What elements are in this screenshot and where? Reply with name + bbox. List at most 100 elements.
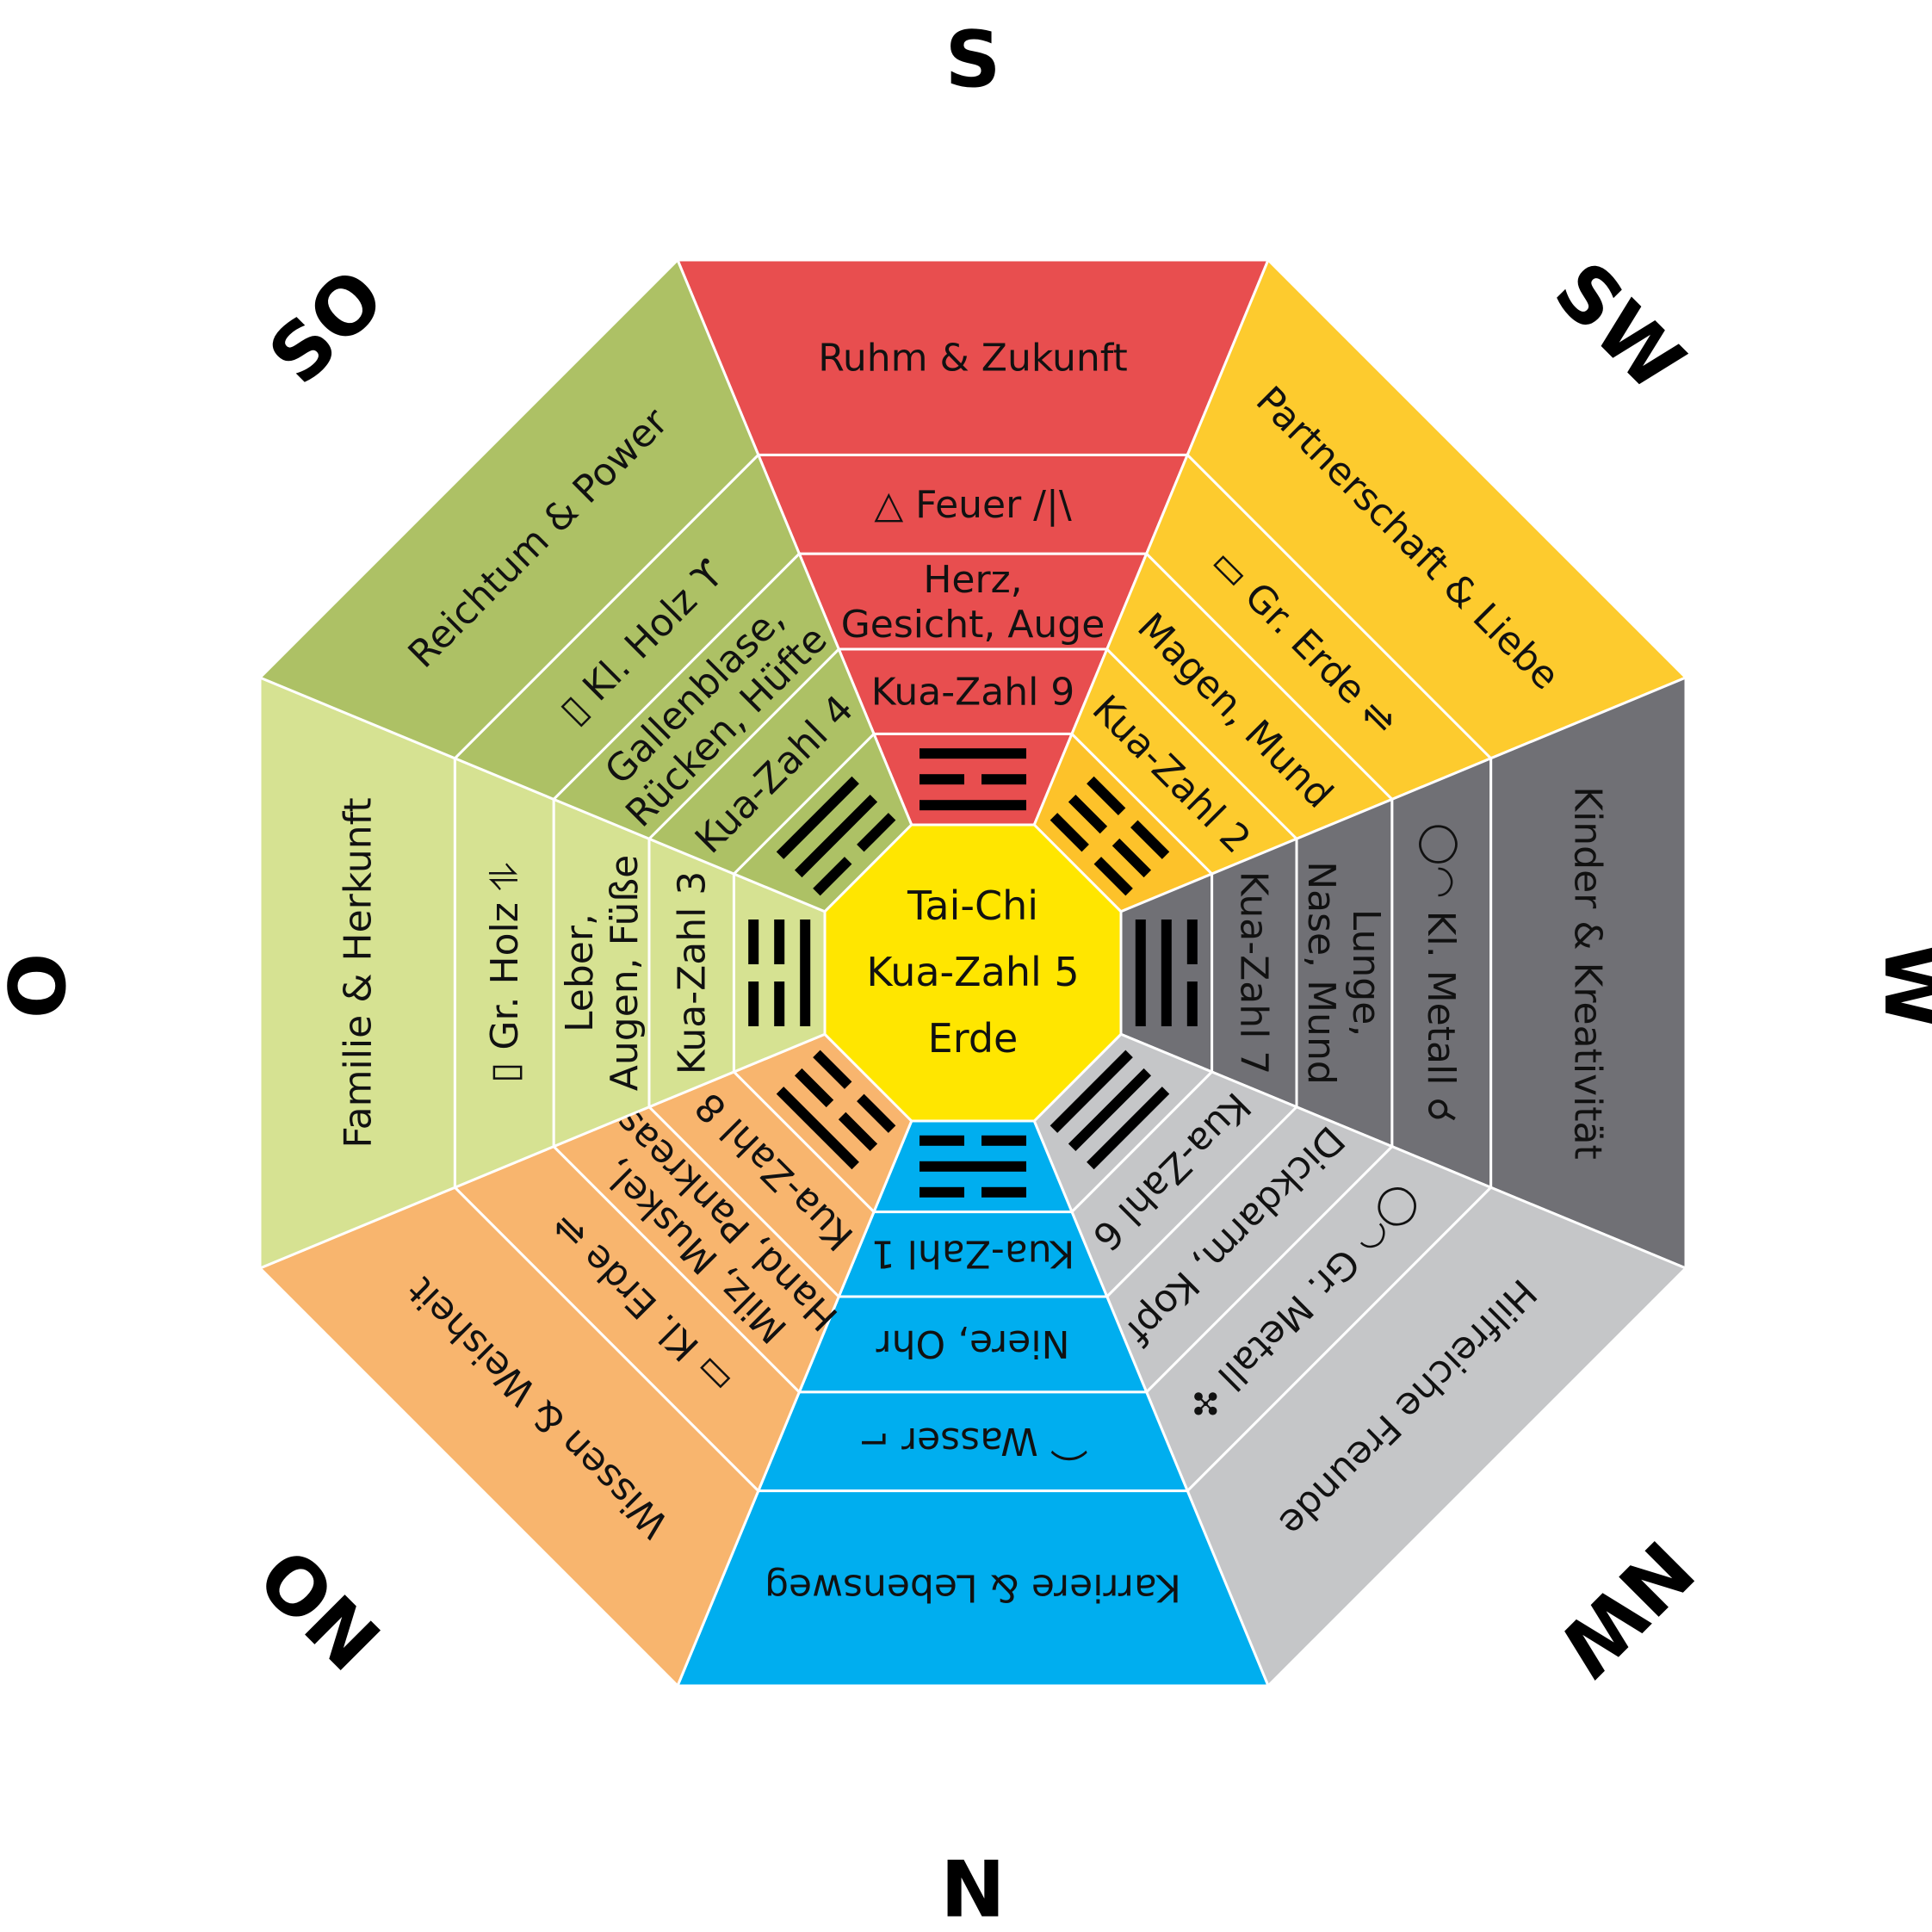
sector-north-label-2: Niere, Ohr — [876, 1322, 1070, 1365]
label-line: Gesicht, Auge — [841, 603, 1105, 647]
trigram-broken-line — [774, 920, 785, 964]
label-line: Lunge, — [1344, 909, 1388, 1037]
label-line: ▯ Gr. Holz ⥮ — [483, 862, 527, 1083]
sector-east-trigram — [748, 920, 811, 1026]
sector-north-trigram — [920, 1135, 1026, 1198]
sector-south-label-3: △ Feuer /|\ — [874, 483, 1071, 527]
sector-south-label-2: Herz,Gesicht, Auge — [841, 558, 1105, 647]
label-line: Kua-Zahl 3 — [671, 871, 715, 1075]
trigram-broken-line — [920, 1186, 964, 1198]
label-line: Niere, Ohr — [876, 1322, 1070, 1365]
trigram-broken-line — [857, 1093, 896, 1133]
label-line: Ruhm & Zukunft — [818, 337, 1127, 381]
trigram-broken-line — [920, 1135, 964, 1146]
sector-east: Kua-Zahl 3 Leber,Augen, Füße ▯ Gr. Holz ⥮ F… — [258, 675, 827, 1271]
trigram-solid-line — [920, 748, 1026, 759]
sector-east-label-1: Kua-Zahl 3 — [671, 871, 715, 1075]
label-line: ◯◠ Kl. Metall ☌ — [1419, 823, 1463, 1123]
sector-west-label-1: Kua-Zahl 7 — [1231, 871, 1275, 1075]
sector-south-trigram — [920, 748, 1026, 811]
sector-east-label-2: Leber,Augen, Füße — [558, 855, 647, 1091]
label-line: Kua-Zahl 9 — [871, 671, 1075, 715]
trigram-broken-line — [748, 920, 759, 964]
sector-south: Kua-Zahl 9 Herz,Gesicht, Auge △ Feuer /|\ R… — [675, 258, 1271, 827]
sector-north-label-1: Kua-Zahl 1 — [871, 1231, 1075, 1275]
trigram-broken-line — [920, 774, 964, 785]
direction-n: N — [940, 1841, 1005, 1931]
trigram-broken-line — [1087, 776, 1126, 815]
direction-s: S — [945, 15, 1001, 105]
trigram-broken-line — [794, 1068, 834, 1108]
trigram-solid-line — [920, 1161, 1026, 1172]
direction-so: SO — [252, 252, 402, 402]
trigram-broken-line — [813, 1050, 852, 1089]
sector-south-label-4: Ruhm & Zukunft — [818, 337, 1127, 381]
label-line: Karriere & Lebensweg — [765, 1565, 1181, 1609]
trigram-broken-line — [1112, 838, 1152, 878]
sector-southwest-trigram — [1050, 776, 1170, 896]
trigram-broken-line — [981, 1135, 1026, 1146]
trigram-broken-line — [1068, 794, 1108, 834]
trigram-solid-line — [794, 794, 878, 878]
trigram-broken-line — [981, 1186, 1026, 1198]
label-line: Kinder & Kreativität — [1565, 786, 1609, 1160]
trigram-broken-line — [1130, 820, 1170, 859]
sector-southeast-band-4 — [257, 257, 760, 760]
trigram-broken-line — [813, 857, 852, 896]
trigram-solid-line — [920, 800, 1026, 811]
sector-south-label-1: Kua-Zahl 9 — [871, 671, 1075, 715]
trigram-solid-line — [1135, 920, 1146, 1026]
trigram-solid-line — [800, 920, 811, 1026]
direction-nw: NW — [1540, 1523, 1711, 1694]
sector-southeast-trigram — [776, 776, 896, 896]
label-line: Familie & Herkunft — [337, 797, 381, 1148]
label-line: Augen, Füße — [603, 855, 647, 1091]
trigram-broken-line — [748, 981, 759, 1026]
trigram-solid-line — [1087, 1087, 1170, 1170]
sector-north-label-4: Karriere & Lebensweg — [765, 1565, 1181, 1609]
trigram-solid-line — [1050, 1050, 1133, 1133]
center-octagon — [823, 823, 1123, 1123]
label-line: Leber, — [558, 913, 602, 1032]
trigram-broken-line — [838, 1112, 878, 1152]
trigram-broken-line — [1186, 981, 1198, 1026]
direction-w: W — [1867, 943, 1932, 1028]
sector-northwest-trigram — [1050, 1050, 1170, 1170]
trigram-broken-line — [981, 774, 1026, 785]
label-line: ⌒ Wasser ⌐ — [858, 1419, 1088, 1463]
trigram-solid-line — [776, 1087, 859, 1170]
label-line: Herz, — [923, 558, 1022, 602]
label-line: Kua-Zahl 1 — [871, 1231, 1075, 1275]
trigram-broken-line — [1050, 813, 1089, 852]
sector-east-label-4: Familie & Herkunft — [337, 797, 381, 1148]
sector-west-label-4: Kinder & Kreativität — [1565, 786, 1609, 1160]
sector-west-trigram — [1135, 920, 1198, 1026]
trigram-broken-line — [1093, 857, 1133, 896]
center-label-line2: Kua-Zahl 5 — [866, 949, 1079, 995]
sector-north-label-3: ⌒ Wasser ⌐ — [858, 1419, 1088, 1463]
sectors-layer: Kua-Zahl 9 Herz,Gesicht, Auge △ Feuer /|\ R… — [257, 257, 1688, 1688]
label-line: Kua-Zahl 7 — [1231, 871, 1275, 1075]
direction-o: O — [0, 953, 84, 1019]
trigram-broken-line — [1186, 920, 1198, 964]
center-octagon-group: Tai-Chi Kua-Zahl 5 Erde — [823, 823, 1123, 1123]
trigram-broken-line — [774, 981, 785, 1026]
sector-east-label-3: ▯ Gr. Holz ⥮ — [483, 862, 527, 1083]
sector-west-label-3: ◯◠ Kl. Metall ☌ — [1419, 823, 1463, 1123]
sector-northeast-trigram — [776, 1050, 896, 1170]
center-label-line3: Erde — [928, 1015, 1019, 1062]
trigram-solid-line — [1068, 1068, 1152, 1152]
label-line: Nase, Mund — [1299, 861, 1343, 1085]
sector-north: Kua-Zahl 1 Niere, Ohr ⌒ Wasser ⌐ Karriere &… — [675, 1119, 1271, 1687]
label-line: △ Feuer /|\ — [874, 483, 1071, 527]
trigram-broken-line — [857, 813, 896, 852]
trigram-solid-line — [776, 776, 859, 859]
direction-no: NO — [243, 1530, 399, 1687]
center-label-line1: Tai-Chi — [907, 882, 1038, 929]
direction-sw: SW — [1537, 245, 1700, 409]
trigram-solid-line — [1161, 920, 1172, 1026]
